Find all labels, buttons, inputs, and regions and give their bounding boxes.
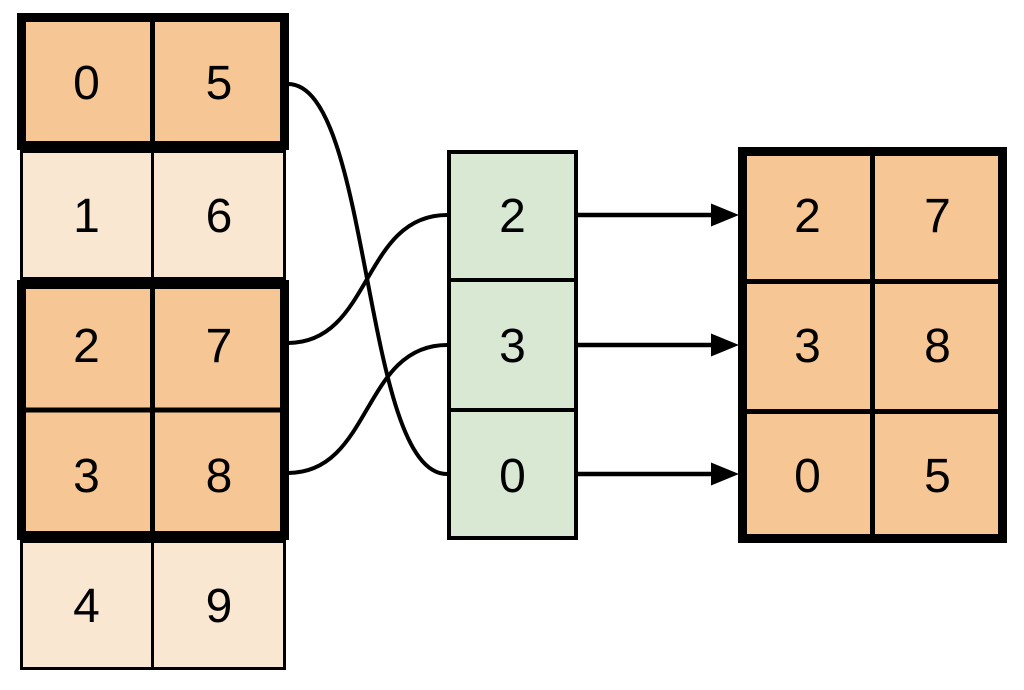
result-cell-1-0: 3 [794,320,821,373]
source-cell-1-1: 6 [206,190,233,243]
source-cell-0-0: 0 [73,57,100,110]
source-cell-1-0: 1 [73,190,100,243]
result-cell-2-1: 5 [924,450,951,503]
index-cell-0: 2 [499,190,526,243]
source-row-1 [20,150,286,280]
arrowhead-icon [711,203,739,227]
result-cell-0-0: 2 [794,190,821,243]
arrow-index-1-to-result-1 [578,333,739,357]
arrow-index-2-to-result-2 [578,462,739,486]
source-cell-0-1: 5 [206,57,233,110]
result-table [738,147,1007,543]
arrowhead-icon [711,333,739,357]
source-cell-3-0: 3 [73,450,100,503]
source-cell-4-1: 9 [206,580,233,633]
curve-source-row-2-to-index-0 [287,213,448,345]
source-row-4 [20,540,286,670]
result-cell-1-1: 8 [924,320,951,373]
result-cell-2-0: 0 [794,450,821,503]
index-cell-1: 3 [499,320,526,373]
curve-source-row-3-to-index-1 [287,343,448,475]
source-cell-3-1: 8 [206,450,233,503]
result-cell-0-1: 7 [924,190,951,243]
source-row-0-highlight-block [17,13,289,150]
source-rows-2-3-highlight-block [17,280,289,540]
index-cell-2: 0 [499,450,526,503]
source-cell-2-0: 2 [73,320,100,373]
source-cell-4-0: 4 [73,580,100,633]
arrowhead-icon [711,462,739,486]
index-column-rect [447,150,578,540]
source-cell-2-1: 7 [206,320,233,373]
index-column [447,150,578,540]
arrow-index-0-to-result-0 [578,203,739,227]
